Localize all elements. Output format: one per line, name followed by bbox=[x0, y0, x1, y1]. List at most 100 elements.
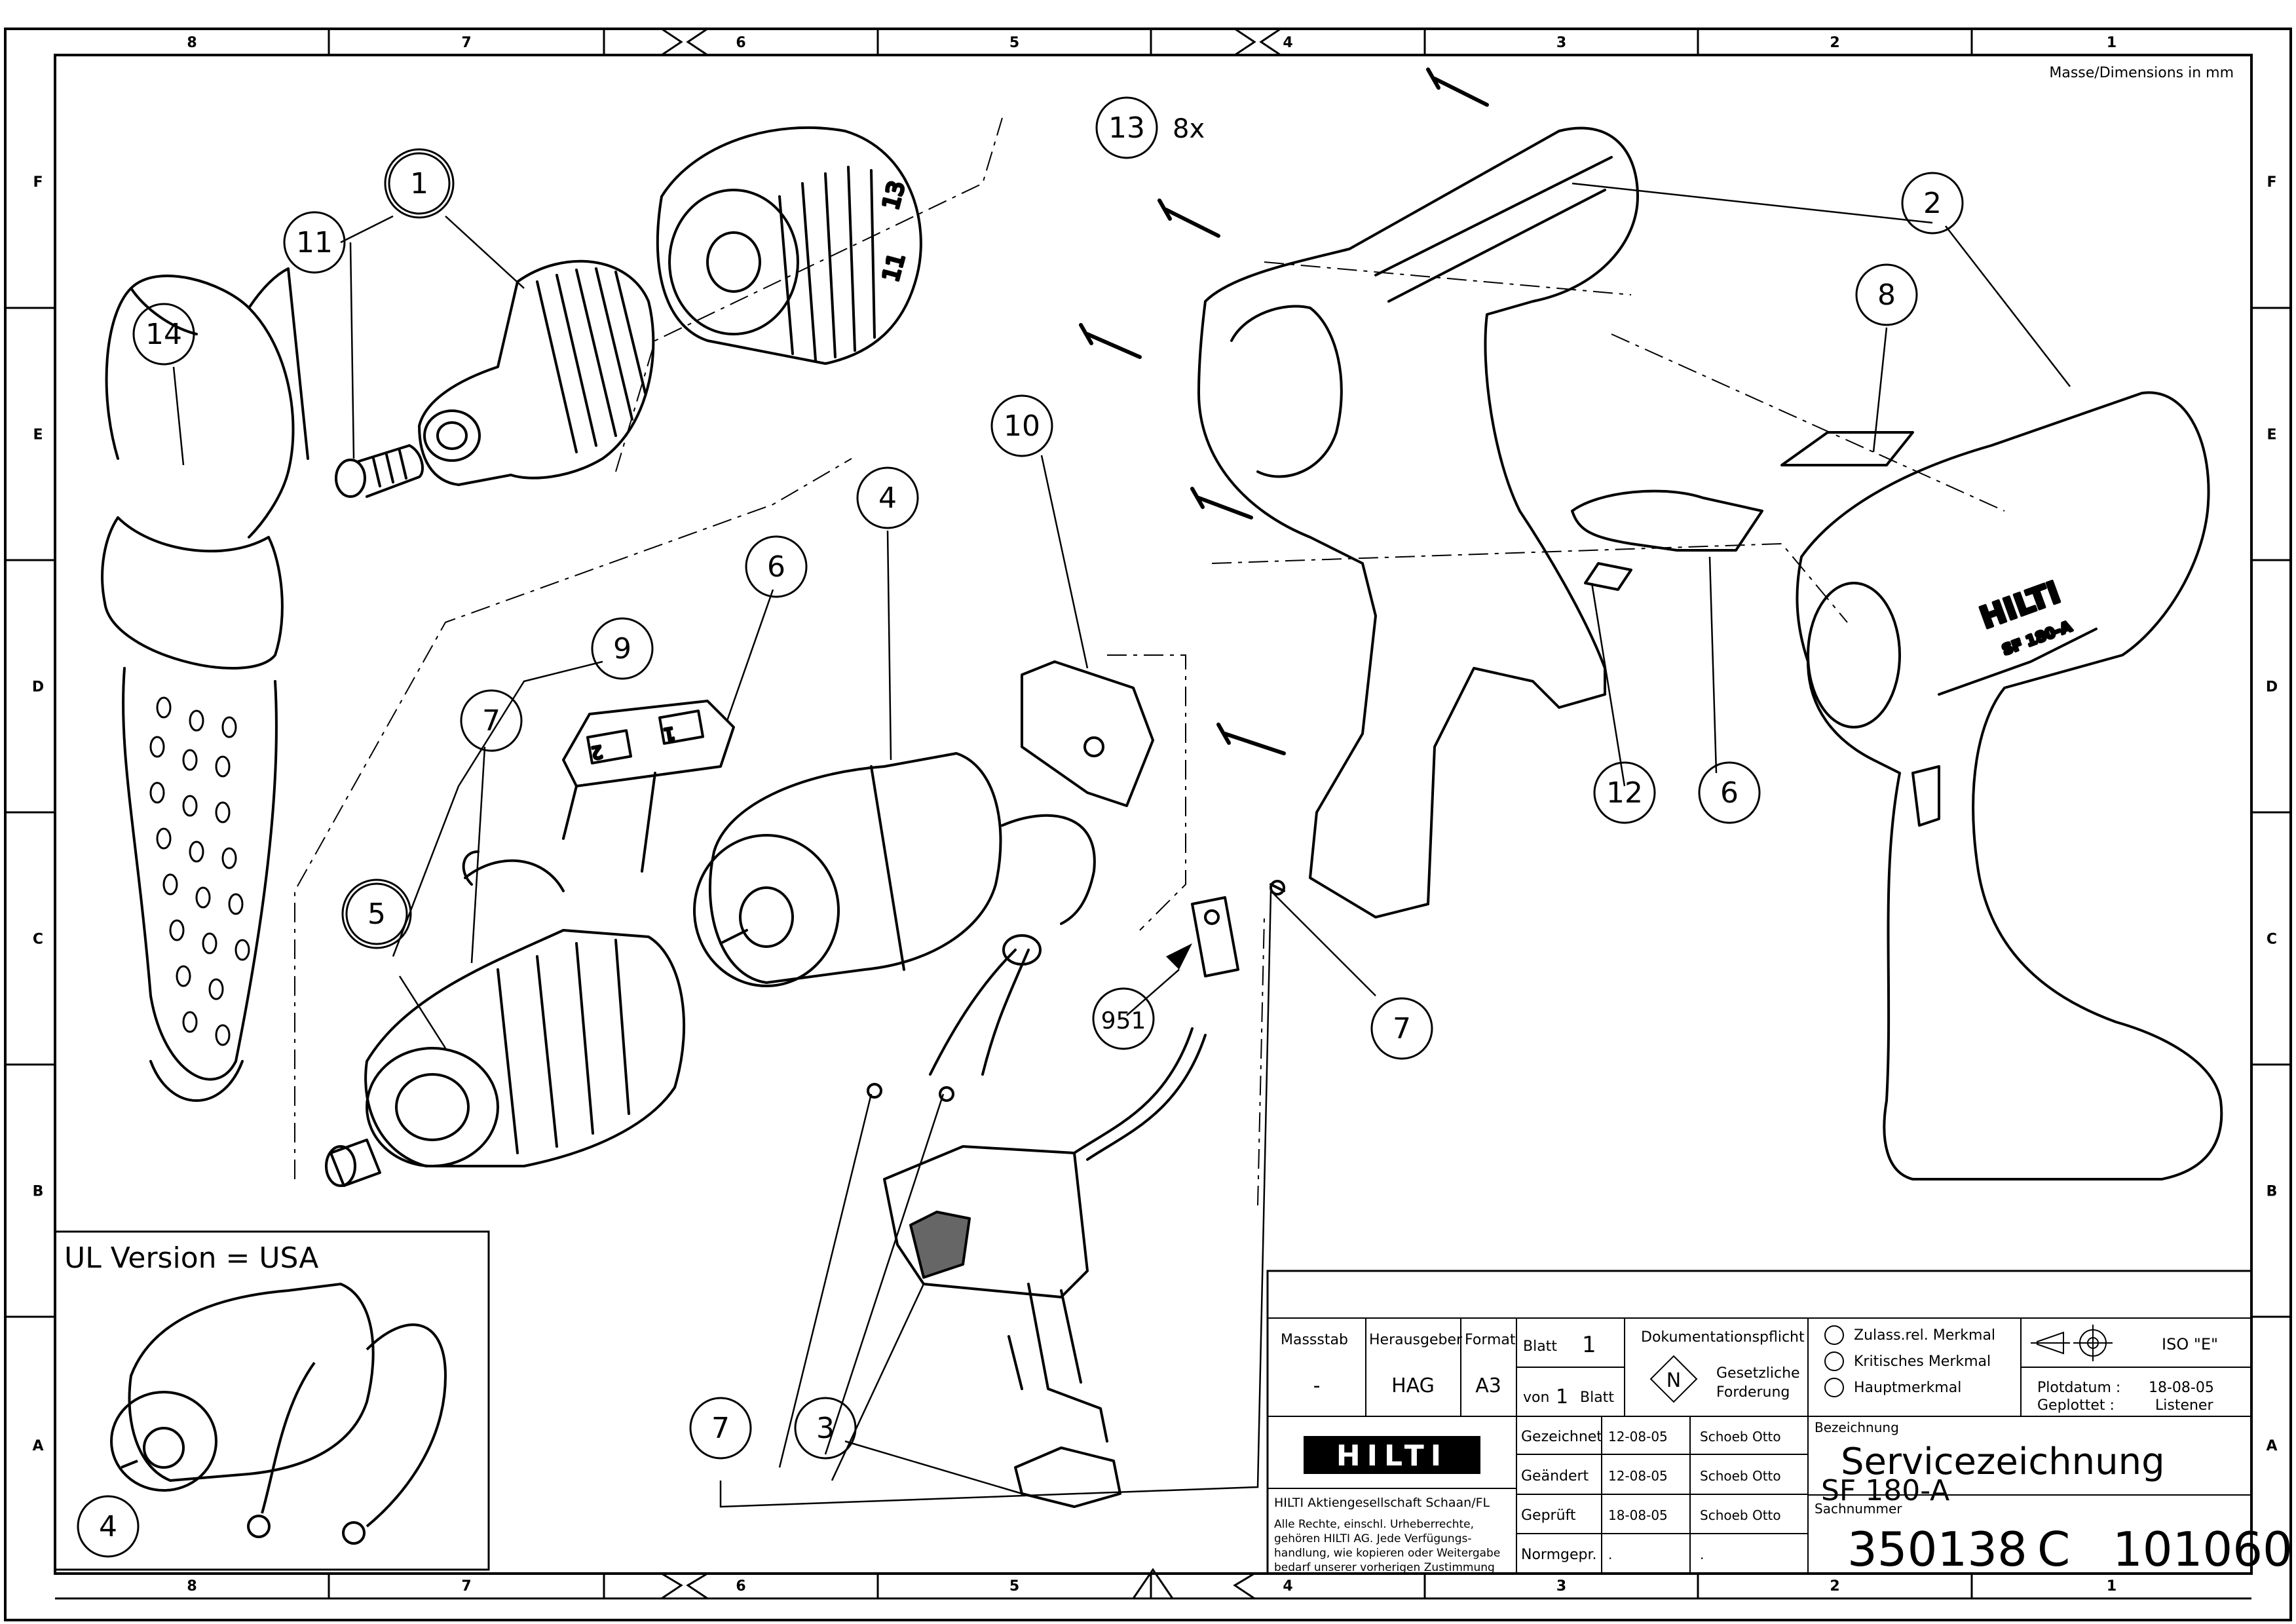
callout-circle bbox=[283, 211, 346, 274]
col-label-bottom-5: 5 bbox=[1009, 1578, 1019, 1595]
callout-label-7: 7 bbox=[482, 704, 500, 738]
grip-holes bbox=[149, 696, 250, 1046]
history-date: 18-08-05 bbox=[1608, 1507, 1668, 1523]
rights-line: gehören HILTI AG. Jede Verfügungs- bbox=[1274, 1532, 1471, 1545]
col-label-top-7: 7 bbox=[461, 35, 471, 51]
massstab-value: - bbox=[1313, 1374, 1321, 1397]
history-label: Gezeichnet bbox=[1521, 1429, 1602, 1445]
merkmal-symbol bbox=[1824, 1325, 1844, 1345]
von-label: von bbox=[1523, 1389, 1549, 1406]
callout-ring-outer bbox=[341, 878, 412, 949]
sachnummer-label: Sachnummer bbox=[1815, 1501, 1902, 1517]
callout-label-11: 11 bbox=[296, 226, 333, 259]
col-label-top-2: 2 bbox=[1830, 35, 1839, 51]
rights-notice: Alle Rechte, einschl. Urheberrechte,gehö… bbox=[1274, 1518, 1500, 1574]
hilti-logo-text: HILTI bbox=[1336, 1439, 1448, 1473]
callout-label-951: 951 bbox=[1101, 1008, 1146, 1034]
assembly-centre-lines bbox=[294, 117, 2005, 1206]
sachnummer-class: C bbox=[2037, 1522, 2070, 1577]
callout-label-6: 6 bbox=[1720, 776, 1739, 810]
sachnummer-code: 101060 bbox=[2113, 1522, 2293, 1577]
herausgeber-value: HAG bbox=[1391, 1374, 1435, 1397]
callout-label-14: 14 bbox=[145, 318, 182, 351]
chuck-nose-part bbox=[418, 259, 655, 486]
chuck-screw-part bbox=[335, 444, 424, 498]
col-label-bottom-8: 8 bbox=[187, 1578, 197, 1595]
callout-label-4: 4 bbox=[99, 1510, 117, 1543]
gearbox-part bbox=[325, 929, 686, 1187]
brush-holder-part bbox=[1021, 660, 1154, 807]
row-label-right-D: D bbox=[2266, 679, 2278, 696]
history-name: Schoeb Otto bbox=[1700, 1507, 1781, 1523]
callout-label-10: 10 bbox=[1004, 409, 1040, 443]
bezeichnung-label: Bezeichnung bbox=[1815, 1420, 1899, 1435]
history-date: 12-08-05 bbox=[1608, 1429, 1668, 1445]
callout-label-13: 13 bbox=[1108, 111, 1145, 145]
switch-clip-part bbox=[1014, 1446, 1121, 1508]
callout-circle bbox=[1901, 172, 1964, 235]
grip-hole bbox=[202, 932, 217, 954]
rights-line: handlung, wie kopieren oder Weitergabe bbox=[1274, 1547, 1500, 1560]
grip-hole bbox=[182, 1011, 198, 1033]
col-label-top-6: 6 bbox=[736, 35, 745, 51]
callout-label-1: 1 bbox=[410, 167, 428, 200]
housing-screw bbox=[1216, 723, 1286, 755]
col-label-bottom-6: 6 bbox=[736, 1578, 745, 1595]
callout-circle bbox=[689, 1397, 752, 1460]
doku-diamond bbox=[1649, 1355, 1698, 1403]
motor-part bbox=[693, 752, 1096, 987]
grip-hole bbox=[221, 716, 237, 738]
doku-label: Dokumentationspflicht bbox=[1641, 1329, 1805, 1346]
history-label: Geprüft bbox=[1521, 1507, 1576, 1524]
grip-hole bbox=[169, 919, 185, 941]
callout-label-3: 3 bbox=[816, 1412, 835, 1445]
grip-hole bbox=[189, 840, 204, 863]
history-label: Normgepr. bbox=[1521, 1547, 1597, 1563]
screw-quantity: 8x bbox=[1173, 114, 1205, 144]
callout-label-7: 7 bbox=[1393, 1012, 1411, 1046]
col-label-top-3: 3 bbox=[1556, 35, 1566, 51]
callout-circle bbox=[77, 1495, 140, 1558]
housing-screw bbox=[1190, 487, 1253, 519]
format-value: A3 bbox=[1475, 1374, 1501, 1397]
merkmal-label: Hauptmerkmal bbox=[1854, 1380, 1961, 1396]
grip-hole bbox=[176, 965, 191, 987]
callout-circle bbox=[1092, 987, 1155, 1050]
col-label-top-5: 5 bbox=[1009, 35, 1019, 51]
grip-hole bbox=[182, 795, 198, 817]
callout-label-9: 9 bbox=[613, 632, 631, 666]
merkmal-label: Zulass.rel. Merkmal bbox=[1854, 1327, 1995, 1344]
callout-label-2: 2 bbox=[1923, 187, 1942, 220]
leader-lines bbox=[172, 182, 2071, 1508]
battery-latch-part bbox=[1571, 489, 1763, 591]
row-label-left-F: F bbox=[33, 174, 43, 191]
callout-circle bbox=[1855, 263, 1918, 326]
grip-hole bbox=[228, 893, 244, 915]
von-suffix: Blatt bbox=[1580, 1389, 1614, 1406]
callout-circle bbox=[794, 1397, 857, 1460]
drawing-frame bbox=[4, 28, 2292, 1621]
herausgeber-label: Herausgeber bbox=[1369, 1332, 1463, 1348]
grip-hole bbox=[189, 709, 204, 732]
col-label-top-4: 4 bbox=[1283, 35, 1292, 51]
housing-screw bbox=[1157, 198, 1220, 238]
history-date: 12-08-05 bbox=[1608, 1468, 1668, 1484]
type-label-part bbox=[1780, 431, 1914, 466]
von-value: 1 bbox=[1556, 1386, 1568, 1408]
direction-switch-part bbox=[562, 700, 735, 873]
wiring-part bbox=[929, 934, 1207, 1161]
chuck-scale-11: 11 bbox=[878, 250, 911, 284]
col-label-bottom-7: 7 bbox=[461, 1578, 471, 1595]
grip-hole bbox=[215, 801, 231, 823]
row-label-left-C: C bbox=[33, 932, 43, 948]
col-label-bottom-3: 3 bbox=[1556, 1578, 1566, 1595]
sachnummer-main: 350138 bbox=[1847, 1522, 2027, 1577]
callout-circle bbox=[990, 394, 1053, 457]
geplottet-value: Listener bbox=[2155, 1397, 2213, 1414]
grip-hole bbox=[221, 847, 237, 869]
